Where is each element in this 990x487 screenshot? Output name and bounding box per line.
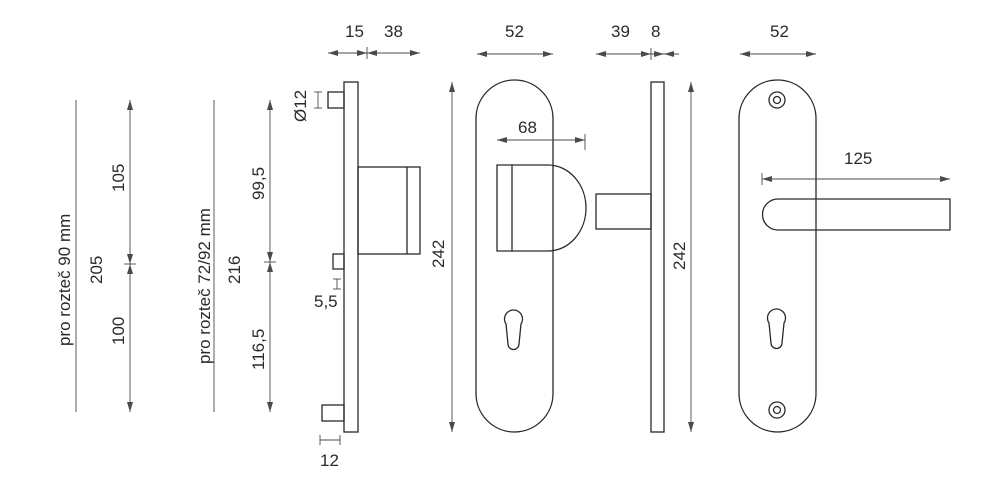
arrow-head bbox=[127, 254, 133, 264]
arrow-head bbox=[267, 252, 273, 262]
arrow-head bbox=[127, 264, 133, 274]
lever-side bbox=[595, 193, 652, 230]
bottom-stud bbox=[321, 404, 345, 422]
label-39: 39 bbox=[611, 22, 630, 41]
label-52-b: 52 bbox=[770, 22, 789, 41]
screw-bottom bbox=[768, 401, 786, 419]
arrow-head bbox=[688, 82, 694, 92]
screw-top-inner bbox=[772, 95, 782, 105]
arrow-head bbox=[641, 51, 651, 57]
label-38: 38 bbox=[384, 22, 403, 41]
keyhole-1 bbox=[503, 309, 524, 351]
arrow-head bbox=[267, 100, 273, 110]
backplate-2 bbox=[650, 81, 665, 433]
front-plate-1 bbox=[475, 79, 554, 433]
label-125: 125 bbox=[844, 149, 872, 168]
label-216: 216 bbox=[225, 256, 244, 284]
label-205: 205 bbox=[87, 256, 106, 284]
arrow-head bbox=[267, 402, 273, 412]
arrow-head bbox=[664, 51, 674, 57]
arrow-head bbox=[688, 422, 694, 432]
label-116-5: 116,5 bbox=[249, 329, 268, 370]
screw-top bbox=[768, 91, 786, 109]
arrow-head bbox=[267, 262, 273, 272]
label-52-a: 52 bbox=[505, 22, 524, 41]
knob bbox=[496, 164, 587, 252]
front-view-2: 52 125 bbox=[738, 22, 951, 433]
label-242-a: 242 bbox=[429, 240, 448, 268]
knob-block bbox=[357, 166, 421, 255]
arrow-head bbox=[762, 176, 772, 182]
screw-bottom-inner bbox=[772, 405, 782, 415]
label-68: 68 bbox=[518, 118, 537, 137]
label-12: 12 bbox=[320, 451, 339, 470]
arrow-head bbox=[410, 50, 420, 56]
label-105: 105 bbox=[109, 164, 128, 192]
arrow-head bbox=[940, 176, 950, 182]
arrow-head bbox=[328, 50, 338, 56]
top-stud bbox=[327, 91, 345, 109]
arrow-head bbox=[127, 402, 133, 412]
label-pro-roztec-72-92: pro rozteč 72/92 mm bbox=[195, 208, 214, 364]
arrow-head bbox=[575, 137, 585, 143]
side-view-2: 39 8 242 bbox=[595, 22, 694, 433]
arrow-head bbox=[596, 51, 606, 57]
label-5-5: 5,5 bbox=[314, 292, 338, 311]
label-pro-roztec-90: pro rozteč 90 mm bbox=[55, 214, 74, 346]
arrow-head bbox=[654, 51, 664, 57]
arrow-head bbox=[357, 50, 367, 56]
arrow-head bbox=[477, 51, 487, 57]
arrow-head bbox=[806, 51, 816, 57]
lever bbox=[761, 198, 951, 231]
side-view-1: 15 38 Ø12 5,5 12 bbox=[291, 22, 421, 470]
arrow-head bbox=[127, 100, 133, 110]
label-99-5: 99,5 bbox=[249, 167, 268, 200]
arrow-head bbox=[449, 82, 455, 92]
backplate bbox=[343, 81, 359, 433]
left-dimensions: pro rozteč 90 mm 205 105 100 pro rozteč … bbox=[55, 100, 276, 412]
front-plate-2 bbox=[738, 79, 817, 433]
middle-pin bbox=[332, 253, 345, 270]
arrow-head bbox=[497, 137, 507, 143]
keyhole-2 bbox=[766, 308, 787, 350]
front-view-1: 242 52 68 bbox=[429, 22, 587, 433]
arrow-head bbox=[449, 422, 455, 432]
label-d12: Ø12 bbox=[291, 90, 310, 122]
label-242-b: 242 bbox=[670, 242, 689, 270]
arrow-head bbox=[543, 51, 553, 57]
label-8: 8 bbox=[651, 22, 660, 41]
label-15: 15 bbox=[345, 22, 364, 41]
label-100: 100 bbox=[109, 317, 128, 345]
arrow-head bbox=[367, 50, 377, 56]
arrow-head bbox=[740, 51, 750, 57]
